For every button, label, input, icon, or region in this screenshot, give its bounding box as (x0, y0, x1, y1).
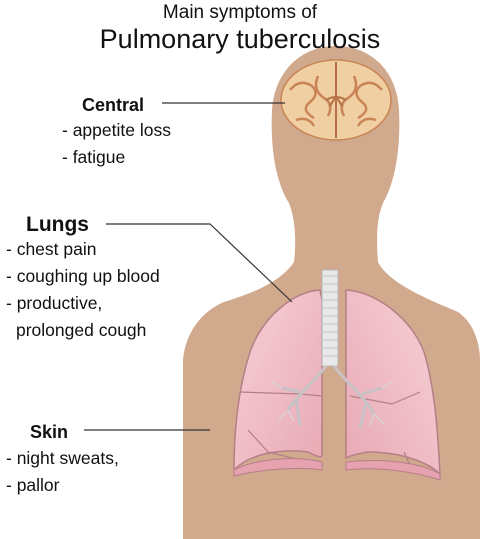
trachea (321, 269, 339, 367)
lungs-symptom: - productive, (6, 293, 103, 313)
skin-symptom: - pallor (6, 475, 60, 495)
diagram-title: Pulmonary tuberculosis (99, 24, 381, 54)
central-symptom: - fatigue (62, 147, 126, 167)
central-symptom: - appetite loss (62, 120, 171, 140)
skin-heading: Skin (30, 422, 69, 442)
right-lung (345, 289, 441, 476)
lungs-heading: Lungs (26, 213, 89, 236)
lungs-leader-line (106, 223, 293, 303)
lungs-symptom: - coughing up blood (6, 266, 160, 286)
lungs-symptom: prolonged cough (16, 320, 147, 340)
lungs-symptom: - chest pain (6, 239, 97, 259)
central-heading: Central (82, 95, 145, 115)
brain (280, 59, 392, 141)
skin-symptom: - night sweats, (6, 448, 119, 468)
lungs (233, 269, 441, 481)
diagram-subtitle: Main symptoms of (162, 2, 318, 23)
